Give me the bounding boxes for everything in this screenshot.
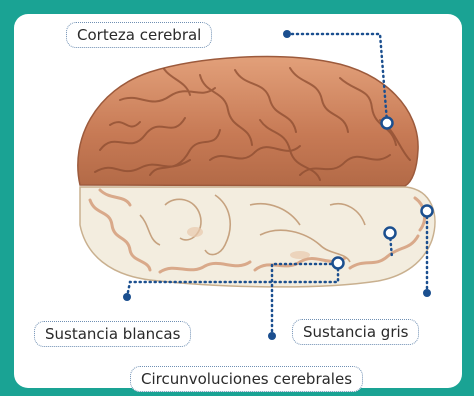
leader-rings (331, 116, 434, 270)
dot-circ-start (268, 332, 276, 340)
leader-line-circ (270, 262, 340, 338)
dot-white-start (123, 293, 131, 301)
dot-cortex-start (283, 30, 291, 38)
leader-line-white (125, 261, 340, 299)
dot-gray-start (423, 289, 431, 297)
ring-white (331, 256, 345, 270)
brain-cortex-upper (77, 55, 419, 187)
label-convolutions: Circunvoluciones cerebrales (130, 366, 364, 392)
ring-cortex (380, 116, 394, 130)
label-gray-matter: Sustancia gris (292, 319, 420, 345)
ring-gray-b (383, 226, 397, 240)
brain-section-lower (79, 186, 436, 288)
leader-line-cortex (285, 32, 389, 124)
ring-gray-a (420, 204, 434, 218)
label-white-matter: Sustancia blancas (34, 321, 192, 347)
label-cortex: Corteza cerebral (66, 22, 213, 48)
leader-dots (123, 30, 431, 340)
